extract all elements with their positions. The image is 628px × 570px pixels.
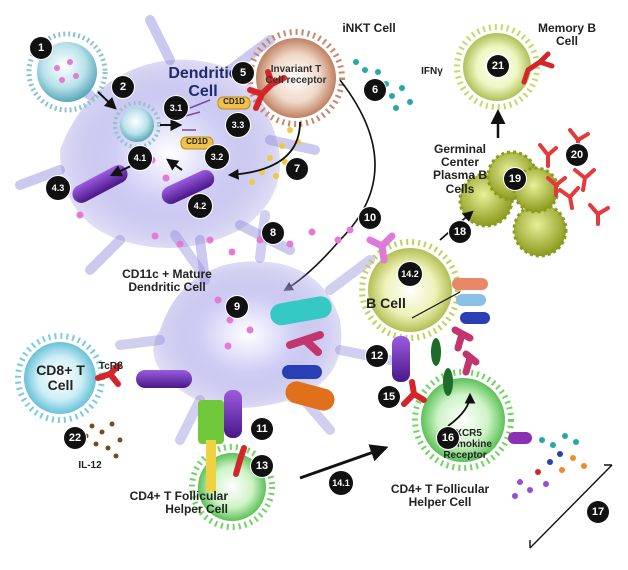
- b-cell-label: B Cell: [366, 295, 406, 311]
- cd1d-molecule-a: [217, 96, 251, 110]
- dendritic-cell-label: Dendritic Cell: [168, 65, 238, 100]
- germinal-center-label: Germinal Center Plasma B Cells: [432, 142, 488, 196]
- step-badge: 12: [366, 345, 388, 367]
- step-badge: 6: [364, 79, 386, 101]
- mhc-molecule-4-2: [161, 169, 215, 205]
- step-badge: 7: [286, 158, 308, 180]
- tcr-yellow: [206, 440, 216, 492]
- cd4-tfh-right-label: CD4+ T Follicular Helper Cell: [390, 482, 490, 510]
- step-badge: 19: [504, 168, 526, 190]
- arrow-1-2: [97, 91, 117, 110]
- gradient-bar-17: [529, 464, 613, 549]
- arrow-4-2-4-1: [166, 158, 183, 171]
- step-badge: 11: [251, 418, 273, 440]
- free-antigens: [76, 156, 354, 350]
- receptor-orange: [285, 381, 335, 411]
- cxcr5-receptor: [508, 432, 532, 444]
- cd1d-label-b: CD1D: [186, 137, 208, 146]
- cd1d-label-a: CD1D: [223, 97, 245, 106]
- receptor-teal: [270, 296, 332, 326]
- receptor-pink: [286, 331, 324, 356]
- step-badge: 5: [232, 62, 254, 84]
- inkt-cell-label: iNKT Cell: [342, 21, 396, 35]
- tcr-beta: [95, 363, 121, 387]
- step-badge: 3.1: [164, 96, 188, 120]
- invariant-t-cell-receptor: [247, 69, 287, 111]
- cd1d-molecule-b: [180, 136, 214, 150]
- b-cell: [359, 239, 461, 341]
- cd40l-right: [401, 379, 427, 407]
- step-badge: 17: [587, 501, 609, 523]
- arrow-7: [227, 121, 301, 180]
- virus-particle: [26, 31, 108, 113]
- step-badge: 15: [378, 386, 400, 408]
- step-badge: 16: [437, 427, 459, 449]
- step-badge: 4.2: [188, 194, 212, 218]
- cytokine-granules: [249, 127, 301, 185]
- step-badge: 21: [487, 55, 509, 77]
- step-badge: 1: [30, 37, 52, 59]
- receptor-blue: [282, 365, 322, 379]
- mhc-class-i: [136, 370, 192, 388]
- step-badge: 18: [449, 221, 471, 243]
- cd8-label: CD8+ T Cell: [36, 362, 85, 394]
- b-receptor-pink: [451, 326, 474, 352]
- step-badge: 3.3: [226, 113, 250, 137]
- cxcr5-label: CXCR5 Chemokine Receptor: [438, 428, 492, 461]
- green-ligand-1: [431, 338, 441, 366]
- step-badge: 20: [566, 144, 588, 166]
- il12-cytokines: [83, 421, 123, 459]
- mature-dendritic-cell: [115, 210, 395, 445]
- pink-ligand: [462, 350, 480, 376]
- arrow-4-1-4-3: [109, 164, 134, 177]
- bcr-antibody: [366, 232, 396, 264]
- step-badge: 8: [262, 222, 284, 244]
- step-badge: 2: [112, 76, 134, 98]
- arrow-16: [447, 392, 476, 427]
- cd40l-red: [233, 445, 247, 477]
- arrow-14-1: [299, 444, 389, 480]
- cd4-tfh-left-label: CD4+ T Follicular Helper Cell: [129, 489, 228, 517]
- step-badge: 22: [64, 427, 86, 449]
- line-14-2: [411, 291, 461, 319]
- green-ligand-2: [443, 368, 453, 396]
- invariant-receptor-label: Invariant T Cell receptor: [265, 64, 327, 86]
- il12-label: IL-12: [78, 460, 102, 471]
- mhc-molecule-11: [224, 390, 242, 438]
- memory-b-cell-label: Memory B Cell: [537, 21, 596, 49]
- chemokines: [512, 433, 587, 499]
- step-badge: 10: [359, 207, 381, 229]
- step-badge: 9: [226, 296, 248, 318]
- step-badge: 14.1: [329, 471, 353, 495]
- mhc-class-ii-b: [392, 336, 410, 382]
- gradient-bar-ticks: [529, 464, 612, 548]
- b-receptor-salmon: [452, 278, 488, 290]
- endosome-virus: [113, 101, 161, 149]
- tcr-green: [198, 400, 224, 444]
- b-receptor-lightblue: [456, 294, 486, 306]
- step-badge: 4.1: [128, 146, 152, 170]
- step-badge: 14.2: [398, 262, 422, 286]
- mature-dc-label: CD11c + Mature Dendritic Cell: [122, 267, 212, 295]
- step-badge: 3.2: [205, 145, 229, 169]
- step-badge: 4.3: [46, 176, 70, 200]
- ifng-label: IFNγ: [421, 66, 443, 77]
- step-badge: 13: [251, 455, 273, 477]
- b-receptor-blue: [460, 312, 490, 324]
- tcrb-label: TcRβ: [98, 361, 124, 372]
